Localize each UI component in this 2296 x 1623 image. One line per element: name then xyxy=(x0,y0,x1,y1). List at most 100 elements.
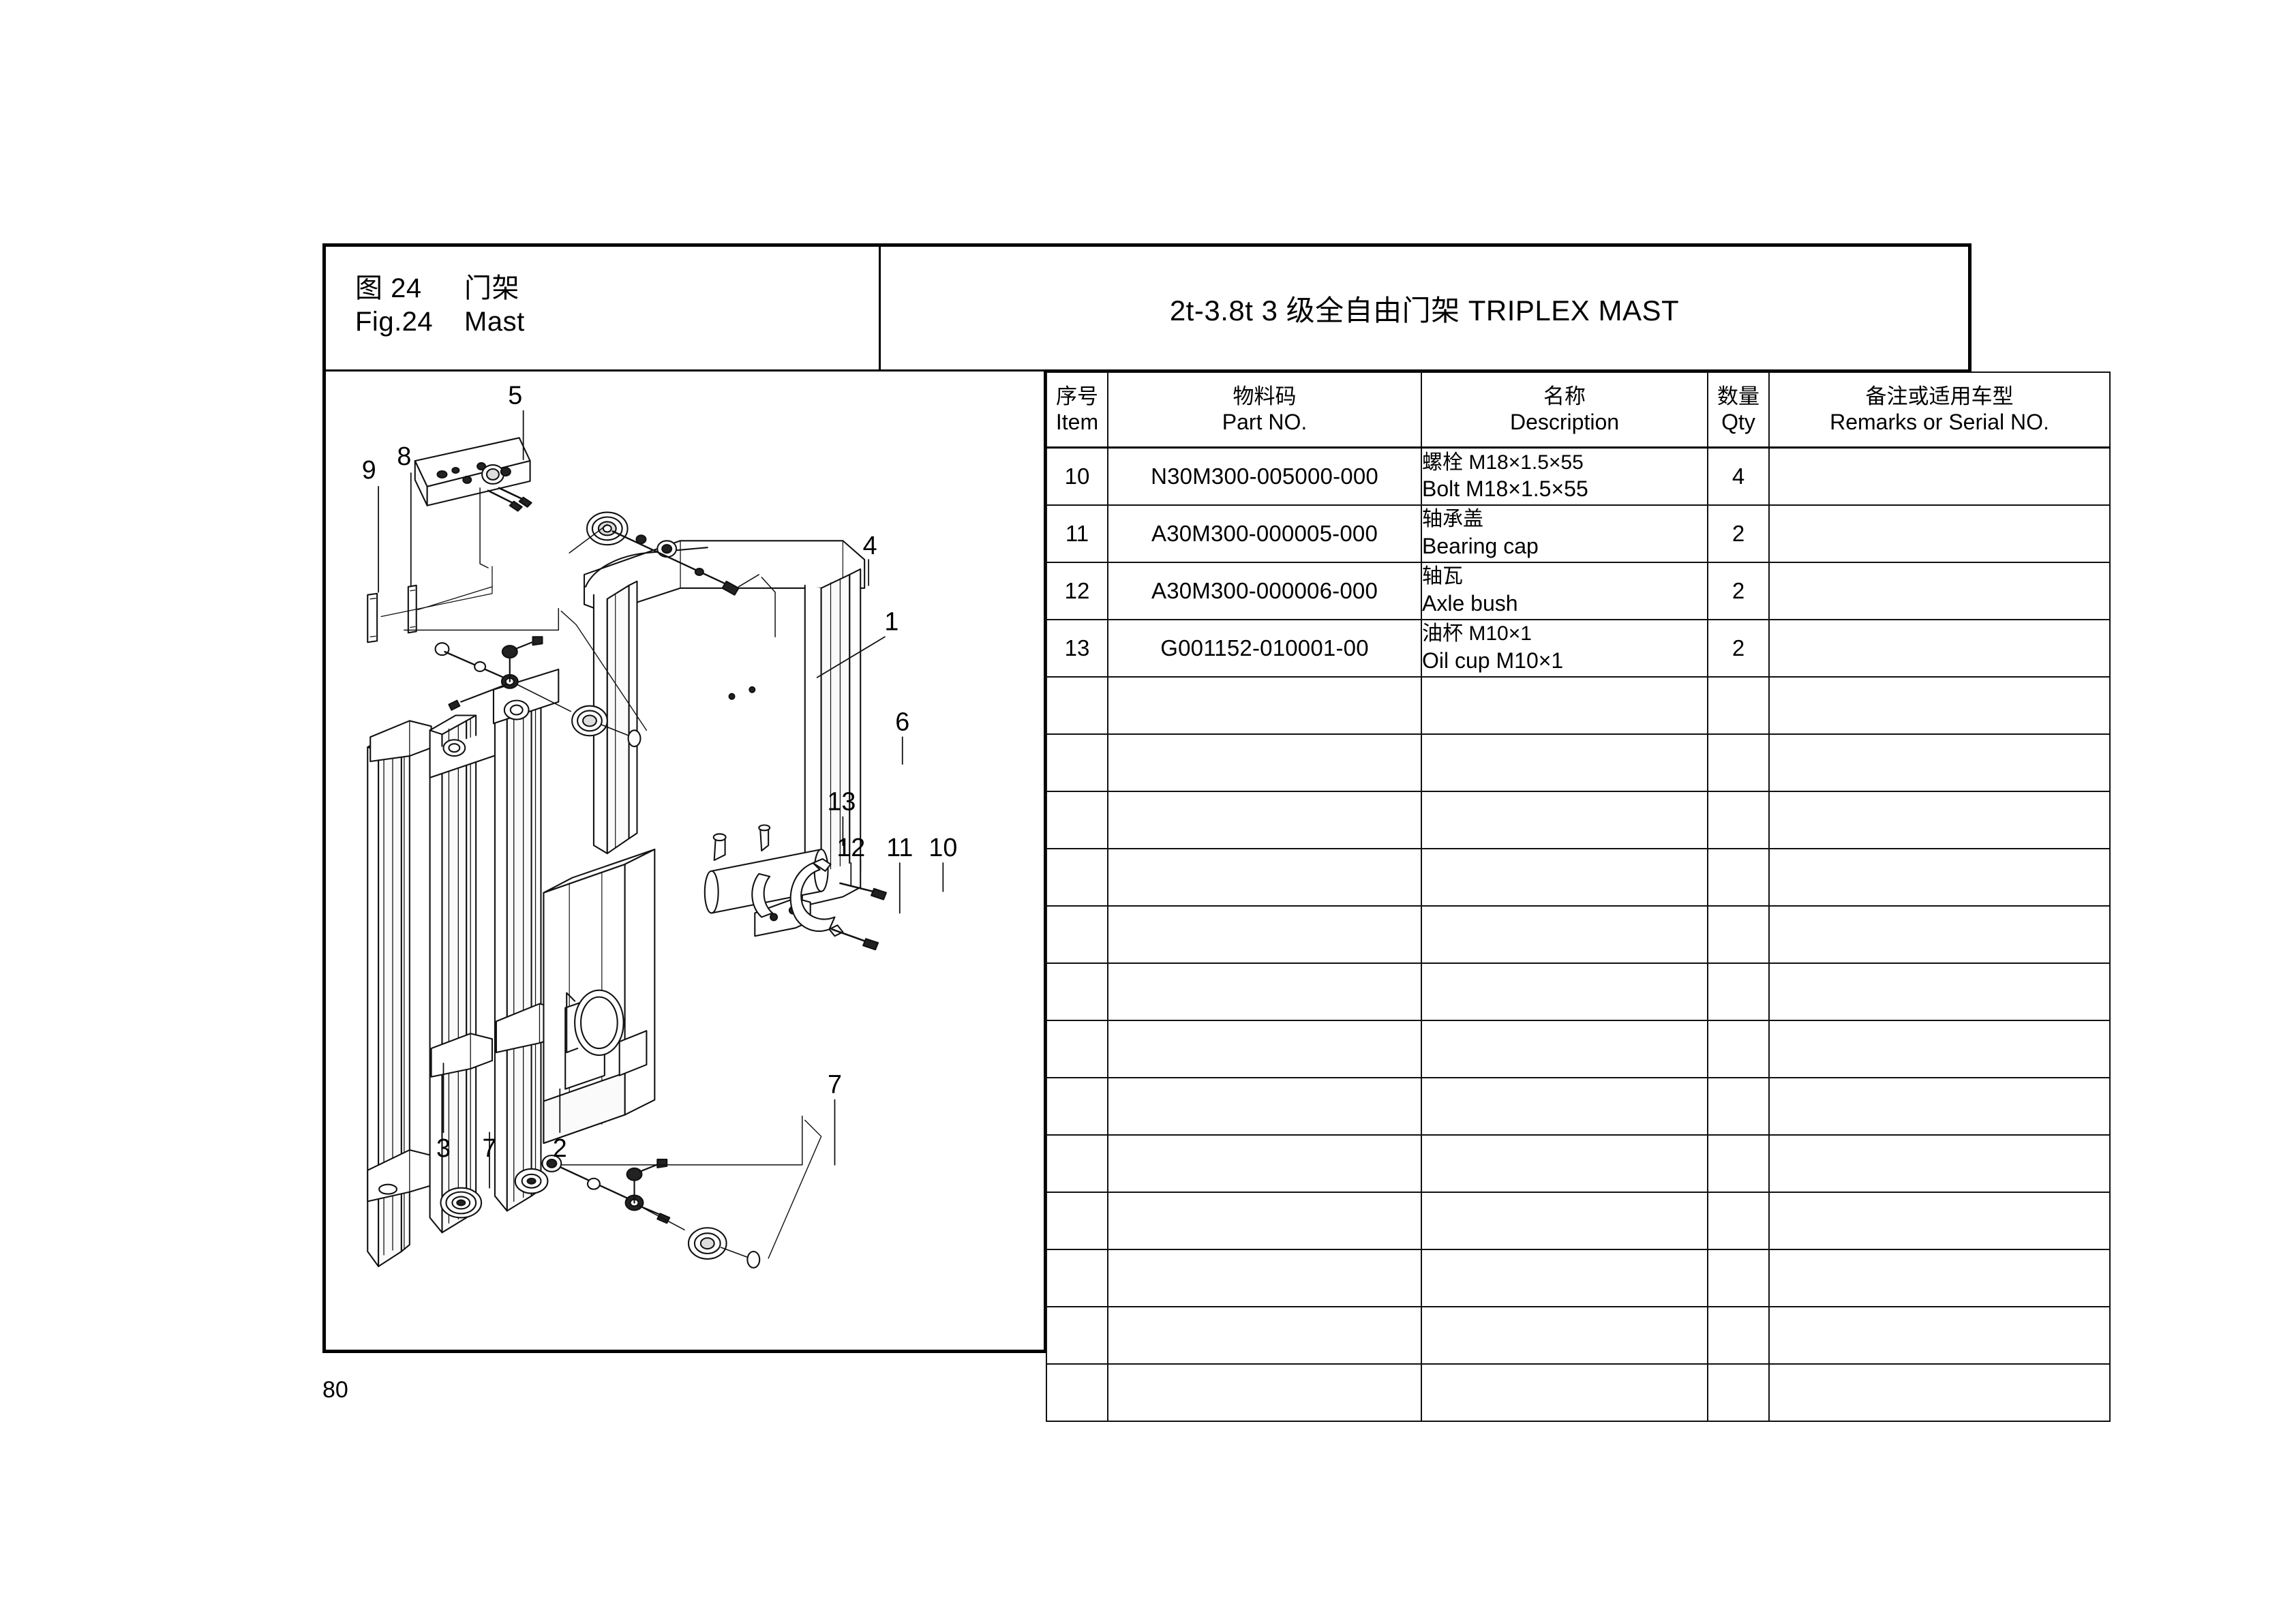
cell-remarks xyxy=(1768,847,2111,907)
cell-description: 轴承盖 Bearing cap xyxy=(1421,504,1708,563)
table-row xyxy=(1046,1248,2111,1307)
table-row xyxy=(1046,847,2111,907)
figure-name-en: Mast xyxy=(464,307,525,337)
cell-part-no xyxy=(1107,676,1422,735)
cell-description xyxy=(1421,1305,1708,1365)
cell-part-no xyxy=(1107,1019,1422,1078)
cell-part-no: N30M300-005000-000 xyxy=(1107,446,1422,506)
column-header-remarks: 备注或适用车型 Remarks or Serial NO. xyxy=(1768,371,2111,449)
column-header-qty: 数量 Qty xyxy=(1707,371,1770,449)
cell-description xyxy=(1421,847,1708,907)
parts-table-header-row: 序号 Item 物料码 Part NO. 名称 Description 数量 xyxy=(1046,371,2111,449)
figure-title-row-en: Fig.24 Mast xyxy=(355,307,879,348)
figure-number-en: Fig.24 xyxy=(355,307,434,337)
cell-qty: 2 xyxy=(1707,504,1770,563)
cell-part-no xyxy=(1107,1363,1422,1422)
column-header-description: 名称 Description xyxy=(1421,371,1708,449)
cell-description xyxy=(1421,905,1708,964)
cell-qty xyxy=(1707,1363,1770,1422)
column-header-item: 序号 Item xyxy=(1046,371,1108,449)
cell-remarks xyxy=(1768,733,2111,792)
callout-10: 10 xyxy=(928,833,957,862)
cell-item xyxy=(1046,790,1108,849)
cell-description xyxy=(1421,1019,1708,1078)
cell-description-cn: 轴瓦 xyxy=(1422,565,1463,588)
cell-remarks xyxy=(1768,676,2111,735)
cell-part-no xyxy=(1107,733,1422,792)
cell-item xyxy=(1046,1363,1108,1422)
column-header-qty-en: Qty xyxy=(1721,410,1755,435)
callout-leader-lines xyxy=(378,410,944,1189)
cell-description xyxy=(1421,1076,1708,1136)
cell-remarks xyxy=(1768,1191,2111,1250)
table-row xyxy=(1046,1363,2111,1422)
callout-2: 2 xyxy=(553,1134,567,1162)
cell-description xyxy=(1421,676,1708,735)
cell-part-no xyxy=(1107,1076,1422,1136)
cell-qty: 2 xyxy=(1707,618,1770,678)
cell-qty: 4 xyxy=(1707,446,1770,506)
cell-description-en: Bearing cap xyxy=(1422,534,1539,559)
cell-qty xyxy=(1707,1076,1770,1136)
assembly-heading: 2t-3.8t 3 级全自由门架 TRIPLEX MAST xyxy=(1169,294,1680,327)
table-row xyxy=(1046,1191,2111,1250)
figure-title-row-cn: 图 24 门架 xyxy=(355,266,879,307)
cell-remarks xyxy=(1768,446,2111,506)
top-roller-bolt-group xyxy=(569,511,776,638)
callout-11: 11 xyxy=(886,833,913,862)
exploded-drawing-pane: 5 9 8 4 1 6 13 12 11 10 7 3 7 2 xyxy=(326,371,1044,1350)
cell-item xyxy=(1046,962,1108,1021)
cell-item xyxy=(1046,905,1108,964)
callout-8: 8 xyxy=(397,442,411,470)
table-row xyxy=(1046,733,2111,792)
cell-item: 13 xyxy=(1046,618,1108,678)
cell-description-cn: 轴承盖 xyxy=(1422,508,1483,531)
callout-12: 12 xyxy=(836,833,865,862)
cell-remarks xyxy=(1768,504,2111,563)
cell-item xyxy=(1046,847,1108,907)
parts-list-table: 序号 Item 物料码 Part NO. 名称 Description 数量 xyxy=(1046,371,2111,1422)
cell-qty xyxy=(1707,1305,1770,1365)
figure-name-cn: 门架 xyxy=(464,273,519,303)
column-header-part-no: 物料码 Part NO. xyxy=(1107,371,1422,449)
callout-6: 6 xyxy=(895,707,909,735)
cell-part-no xyxy=(1107,847,1422,907)
cell-item xyxy=(1046,676,1108,735)
table-row xyxy=(1046,1076,2111,1136)
callout-1: 1 xyxy=(884,607,898,635)
table-row xyxy=(1046,676,2111,735)
parts-list-container: 序号 Item 物料码 Part NO. 名称 Description 数量 xyxy=(1044,371,2111,1422)
carriage-cross-member xyxy=(543,849,656,1144)
sheet-header-band: 图 24 门架 Fig.24 Mast 2t-3.8t 3 级全自由门架 TRI… xyxy=(326,247,1968,371)
cell-description xyxy=(1421,1191,1708,1250)
cell-item: 12 xyxy=(1046,561,1108,620)
cell-qty xyxy=(1707,790,1770,849)
callout-5: 5 xyxy=(508,381,522,410)
column-header-remarks-cn: 备注或适用车型 xyxy=(1865,384,2014,408)
mast-exploded-diagram: 5 9 8 4 1 6 13 12 11 10 7 3 7 2 xyxy=(362,381,957,1269)
cell-item xyxy=(1046,733,1108,792)
cell-part-no xyxy=(1107,1191,1422,1250)
drawing-sheet-frame: 图 24 门架 Fig.24 Mast 2t-3.8t 3 级全自由门架 TRI… xyxy=(322,243,2111,1422)
cell-part-no xyxy=(1107,1248,1422,1307)
cell-remarks xyxy=(1768,618,2111,678)
sheet-body: 5 9 8 4 1 6 13 12 11 10 7 3 7 2 xyxy=(326,371,2111,1422)
callout-3: 3 xyxy=(436,1134,451,1162)
cell-qty xyxy=(1707,1019,1770,1078)
table-row xyxy=(1046,962,2111,1021)
cell-qty xyxy=(1707,733,1770,792)
cell-item: 10 xyxy=(1046,446,1108,506)
cell-item: 11 xyxy=(1046,504,1108,563)
cell-description-en: Bolt M18×1.5×55 xyxy=(1422,476,1588,502)
bearing-cap-group xyxy=(704,824,887,951)
cell-description-en: Oil cup M10×1 xyxy=(1422,648,1564,673)
cell-description xyxy=(1421,1134,1708,1193)
table-row xyxy=(1046,1305,2111,1365)
cell-qty xyxy=(1707,676,1770,735)
cell-remarks xyxy=(1768,962,2111,1021)
cell-item xyxy=(1046,1248,1108,1307)
